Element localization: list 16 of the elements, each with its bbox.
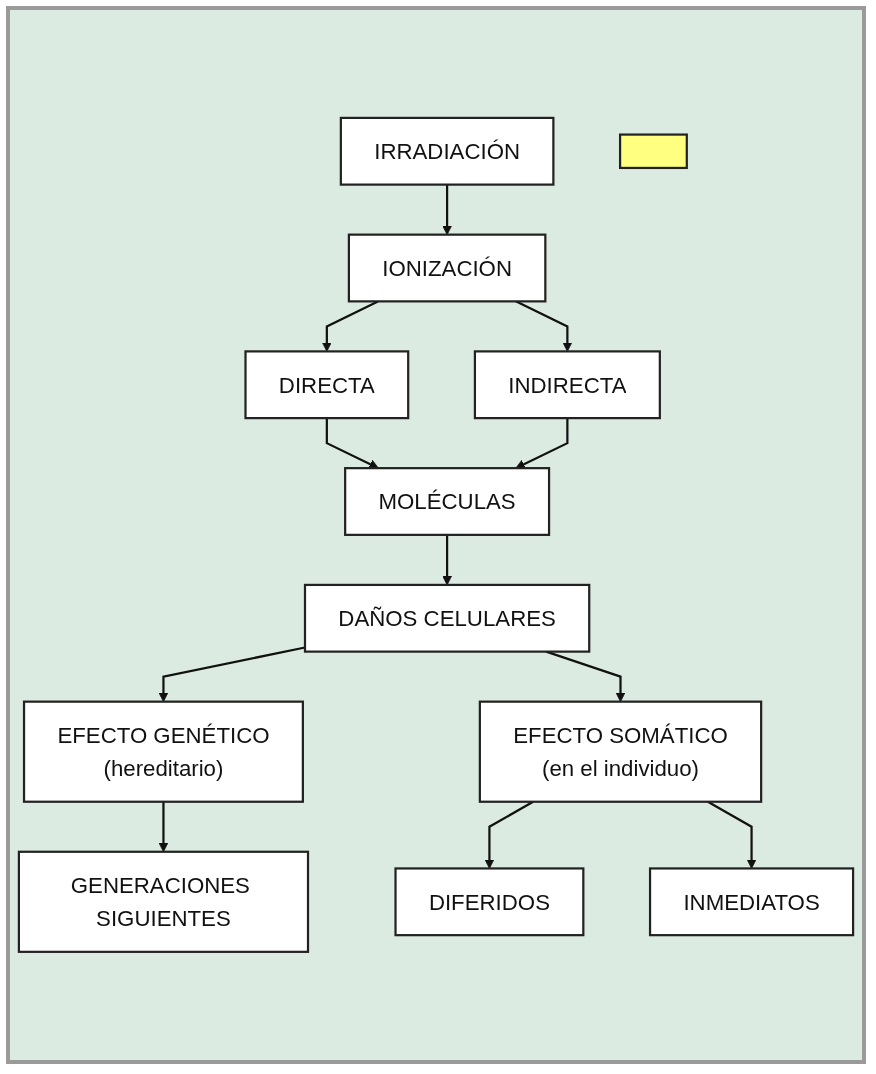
node-bar — [618, 133, 688, 170]
node-box — [473, 350, 661, 420]
diagram-background: IRRADIACIÓN IONIZACIÓN DIRECTA INDIRECTA MOLÉCULAS DAÑOS CELULARES EFECTO GENÉTICO (hereditario) EFECTO SOMÁTICO (en el individuo) GENERACIONES SIGUIENTES DIFERIDOS INMEDIATOS — [6, 6, 866, 1064]
node-box — [478, 700, 763, 803]
node-box — [344, 467, 551, 537]
node-box — [17, 850, 310, 954]
arrow — [515, 418, 569, 469]
node-box — [648, 867, 855, 937]
node-box — [347, 233, 547, 303]
node-box — [244, 350, 410, 420]
node-box — [339, 116, 555, 186]
arrow — [325, 418, 379, 469]
arrow — [442, 535, 452, 586]
node-box — [22, 700, 304, 803]
node-box — [303, 583, 591, 653]
node-box — [394, 867, 585, 937]
